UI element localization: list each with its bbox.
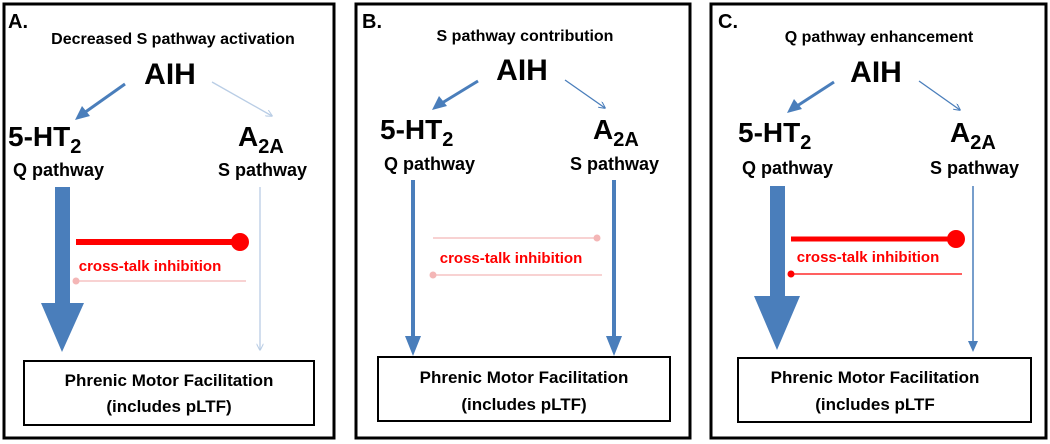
- panel-a-output-line2: (includes pLTF): [106, 397, 231, 416]
- panel-b-5ht-label: 5-HT2: [380, 114, 453, 151]
- panel-a-output-box: [23, 360, 315, 426]
- panel-b: B. S pathway contribution AIH 5-HT2 Q pa…: [354, 2, 692, 440]
- panel-c-arrow-aih-to-5ht2: [796, 80, 835, 108]
- panel-c-output-line2: (includes pLTF: [815, 395, 935, 414]
- panel-c-letter: C.: [718, 11, 738, 33]
- panel-c-title: Q pathway enhancement: [785, 29, 974, 46]
- panel-b-output-line2: (includes pLTF): [461, 395, 586, 414]
- panel-c-frame: [709, 2, 1048, 440]
- panel-c-arrowhead-aih-to-5ht2: [787, 99, 802, 113]
- panel-b-arrowhead-aih-to-5ht2: [432, 96, 447, 110]
- panel-b-q-arrowhead: [405, 336, 421, 356]
- panel-b-arrow-aih-to-5ht2: [441, 79, 479, 105]
- panel-a-aih: AIH: [144, 58, 196, 91]
- panel-c-s-pathway: S pathway: [930, 158, 1019, 178]
- panel-a-frame: [2, 2, 336, 440]
- panel-c-5ht-label: 5-HT2: [738, 117, 811, 154]
- panel-c-crosstalk-label: cross-talk inhibition: [797, 249, 940, 266]
- panel-a: A. Decreased S pathway activation AIH 5-…: [2, 2, 336, 440]
- panel-a-5ht-label: 5-HT2: [8, 121, 81, 158]
- panel-c-q-pathway: Q pathway: [742, 158, 833, 178]
- panel-a-letter: A.: [8, 11, 28, 33]
- panel-c-output-line1: Phrenic Motor Facilitation: [771, 368, 980, 387]
- panel-a-output-line1: Phrenic Motor Facilitation: [65, 371, 274, 390]
- panel-b-s-arrowhead: [606, 336, 622, 356]
- panel-a-s-pathway: S pathway: [218, 160, 307, 180]
- panel-b-frame: [354, 2, 692, 440]
- panel-b-output-line1: Phrenic Motor Facilitation: [420, 368, 629, 387]
- panel-a-arrow-aih-to-a2a: [211, 81, 272, 116]
- panel-b-aih: AIH: [496, 54, 548, 87]
- panel-b-arrow-aih-to-a2a: [564, 79, 605, 108]
- panel-a-title: Decreased S pathway activation: [51, 31, 295, 48]
- panel-c-output-box: [737, 357, 1032, 423]
- panel-b-q-pathway: Q pathway: [384, 154, 475, 174]
- panel-a-a-label: A2A: [238, 121, 284, 158]
- panel-b-a-label: A2A: [593, 114, 639, 151]
- panel-a-q-arrow: [41, 187, 84, 352]
- panel-c: C. Q pathway enhancement AIH 5-HT2 Q pat…: [709, 2, 1048, 440]
- panel-b-inhibition-dot-top: [593, 234, 601, 242]
- panel-b-letter: B.: [362, 11, 382, 33]
- panel-c-arrow-aih-to-a2a: [918, 80, 960, 110]
- panel-c-q-arrow: [754, 186, 800, 350]
- panel-a-inhibition-dot-weak: [72, 277, 80, 285]
- panel-a-arrow-aih-to-5ht2: [83, 82, 126, 115]
- panel-c-s-arrowhead: [968, 341, 978, 352]
- panel-a-inhibition-dot-strong: [231, 233, 249, 251]
- panel-c-aih: AIH: [850, 56, 902, 89]
- panel-b-s-pathway: S pathway: [570, 154, 659, 174]
- panel-b-inhibition-dot-bottom: [429, 271, 437, 279]
- panel-b-output-box: [377, 356, 671, 422]
- panel-c-a-label: A2A: [950, 117, 996, 154]
- panel-a-crosstalk-label: cross-talk inhibition: [79, 258, 222, 275]
- panel-c-inhibition-dot-strong: [947, 230, 965, 248]
- panel-a-q-pathway: Q pathway: [13, 160, 104, 180]
- panel-a-arrowhead-aih-to-5ht2: [75, 106, 90, 120]
- panel-c-inhibition-dot-weak: [787, 270, 795, 278]
- panel-b-title: S pathway contribution: [437, 28, 614, 45]
- panel-b-crosstalk-label: cross-talk inhibition: [440, 250, 583, 267]
